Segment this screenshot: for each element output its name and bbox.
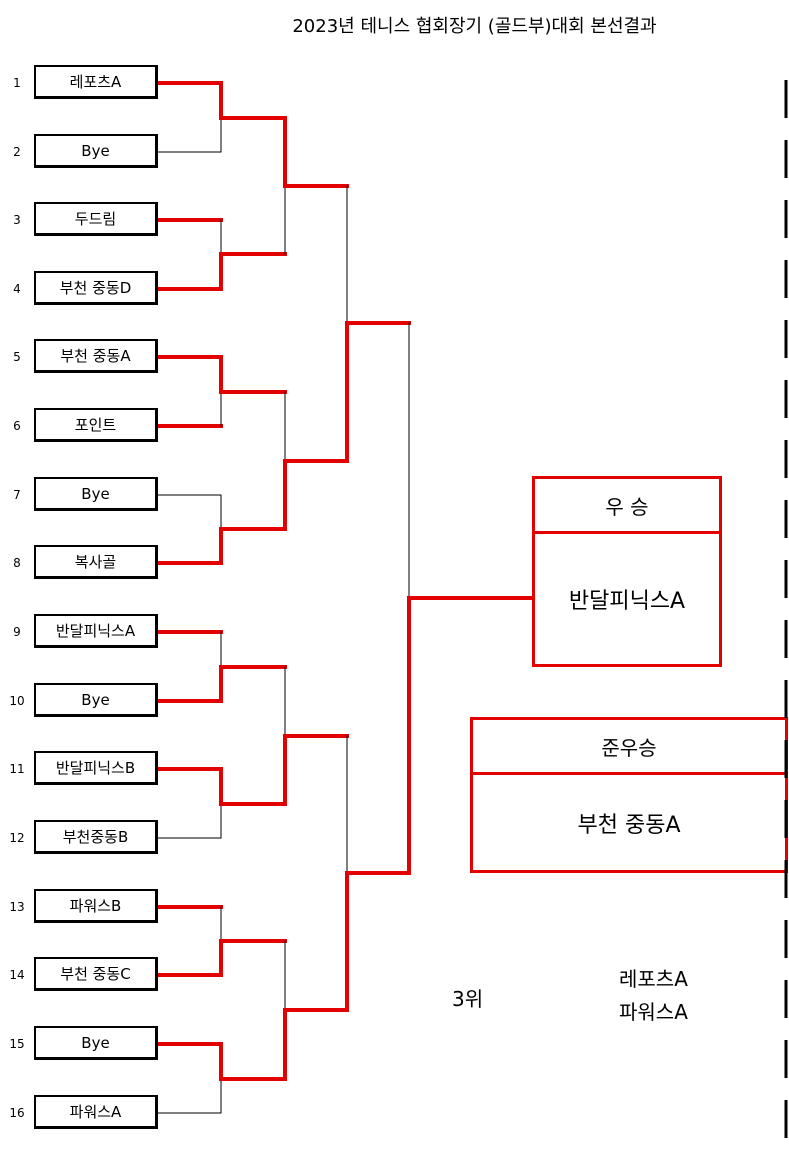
team-box: 파워스B [34,889,158,923]
team-box: 부천 중동C [34,957,158,991]
team-box: 반달피닉스A [34,614,158,648]
seed-number: 12 [9,831,25,845]
winner-label: 우 승 [535,479,719,534]
seed-number: 9 [13,625,21,639]
seed-number: 3 [13,213,21,227]
team-box: 레포츠A [34,65,158,99]
seed-number: 5 [13,350,21,364]
winner-name: 반달피닉스A [568,589,686,614]
page-title: 2023년 테니스 협회장기 (골드부)대회 본선결과 [292,16,657,37]
third-place-label: 3위 [452,987,484,1011]
seed-number: 4 [13,282,21,296]
team-box: 포인트 [34,408,158,442]
team-box: 부천 중동A [34,339,158,373]
seed-number: 16 [9,1106,25,1120]
team-box: Bye [34,683,158,717]
team-box: Bye [34,1026,158,1060]
team-box: Bye [34,477,158,511]
seed-number: 2 [13,145,21,159]
team-box: Bye [34,134,158,168]
third-place-team: 파워스A [619,1000,688,1024]
team-box: 파워스A [34,1095,158,1129]
seed-number: 1 [13,76,21,90]
seed-number: 7 [13,488,21,502]
team-box: 반달피닉스B [34,751,158,785]
seed-number: 6 [13,419,21,433]
seed-number: 8 [13,556,21,570]
side-dashed-line [784,80,788,1150]
third-place-team: 레포츠A [619,967,688,991]
runner-up-box: 준우승 부천 중동A [470,717,788,873]
team-box: 부천 중동D [34,271,158,305]
seed-number: 13 [9,900,25,914]
team-box: 부천중동B [34,820,158,854]
seed-number: 11 [9,762,25,776]
team-box: 두드림 [34,202,158,236]
runner-up-name: 부천 중동A [577,812,681,838]
seed-number: 14 [9,968,25,982]
team-box: 복사골 [34,545,158,579]
seed-number: 10 [9,694,25,708]
runner-up-label: 준우승 [473,720,785,775]
winner-box: 우 승 반달피닉스A [532,476,722,667]
seed-number: 15 [9,1037,25,1051]
